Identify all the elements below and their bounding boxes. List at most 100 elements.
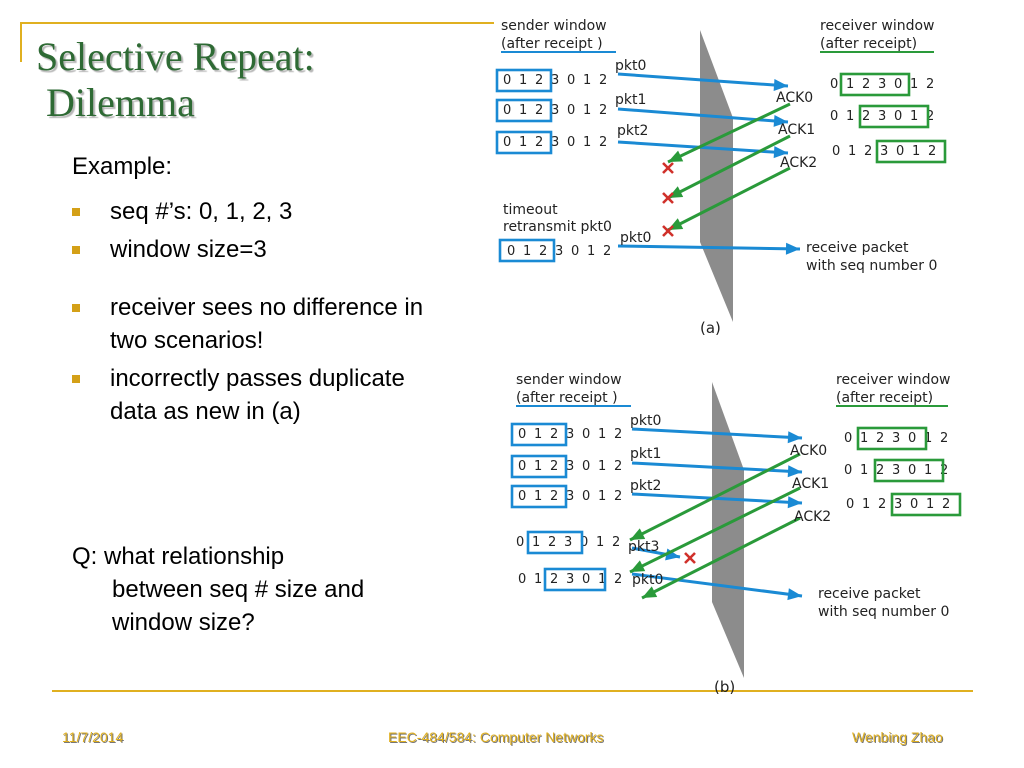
- packet-label-b: pkt3: [628, 539, 659, 555]
- sender-window-box-a: [495, 98, 553, 123]
- bullet-list: seq #’s: 0, 1, 2, 3 window size=3 receiv…: [72, 195, 432, 433]
- loss-mark-a-stroke: [662, 225, 674, 237]
- loss-mark-b-stroke: [684, 552, 696, 564]
- ack-arrow-b: [641, 516, 801, 600]
- loss-mark-a: [662, 162, 674, 174]
- receiver-window-box-b: [856, 426, 928, 451]
- packet-label-b: pkt0: [630, 413, 661, 429]
- receiver-window-box-b: [873, 458, 945, 483]
- receiver-window-subheader-a: (after receipt): [820, 36, 917, 52]
- footer-date: 11/7/2014: [62, 729, 124, 745]
- packet-arrow-a-head: [773, 114, 788, 127]
- loss-mark-a: [662, 192, 674, 204]
- left-border: [20, 22, 22, 62]
- bullet-text: window size=3: [110, 236, 267, 263]
- packet-arrow-a: [617, 72, 789, 88]
- packet-arrow-b-head: [787, 588, 802, 601]
- bullet-square-icon: [72, 208, 80, 216]
- question-line-2: between seq # size and: [112, 576, 365, 603]
- packet-arrow-b-head: [787, 465, 802, 478]
- ack-arrow-b-head: [630, 560, 646, 572]
- sender-window-subheader-a: (after receipt ): [501, 36, 603, 52]
- receive-packet-label-b: receive packet: [818, 586, 921, 602]
- sender-window-header-a: sender window: [501, 18, 607, 34]
- bullet-square-icon: [72, 375, 80, 383]
- bullet-item: window size=3: [72, 233, 432, 266]
- loss-mark-a-stroke: [662, 192, 674, 204]
- sender-window-box-a: [495, 68, 553, 93]
- bullet-text: incorrectly passes duplicate data as new…: [110, 365, 405, 425]
- sender-seq-row-a: 0 1 2 3 0 1 2: [503, 103, 609, 118]
- ack-arrow-b-head: [630, 528, 646, 540]
- sender-window-header-b: sender window: [516, 372, 622, 388]
- bullet-text: seq #’s: 0, 1, 2, 3: [110, 198, 293, 225]
- packet-arrow-a-head: [773, 146, 788, 159]
- question-line-1: Q: what relationship: [72, 543, 285, 570]
- title-line-2: Dilemma: [46, 80, 195, 125]
- sender-seq-row-b: 0 1 2 3 0 1 2: [518, 572, 624, 587]
- packet-arrow-a-head: [785, 242, 800, 255]
- ack-arrow-b-head: [642, 586, 658, 598]
- packet-label-b: pkt2: [630, 478, 661, 494]
- receiver-seq-row-a: 0 1 2 3 0 1 2: [832, 144, 938, 159]
- ack-label-b: ACK2: [794, 509, 831, 525]
- receiver-window-box-a: [858, 104, 930, 129]
- receiver-seq-row-b: 0 1 2 3 0 1 2: [846, 497, 952, 512]
- sender-window-subheader-b: (after receipt ): [516, 390, 618, 406]
- ack-arrow-b: [629, 486, 801, 574]
- ack-arrow-a-head: [668, 150, 684, 162]
- receiver-window-subheader-b: (after receipt): [836, 390, 933, 406]
- receiver-window-box-b: [890, 492, 962, 517]
- loss-mark-b: [684, 552, 696, 564]
- ack-label-a: ACK0: [776, 90, 813, 106]
- sender-window-box-a: [495, 130, 553, 155]
- ack-arrow-a: [667, 134, 791, 200]
- receiver-window-header-a: receiver window: [820, 18, 934, 34]
- packet-arrow-a: [617, 244, 801, 251]
- packet-label-a: pkt1: [615, 92, 646, 108]
- sender-window-box-b: [510, 484, 568, 509]
- sender-seq-row-a: 0 1 2 3 0 1 2: [503, 73, 609, 88]
- ack-arrow-a: [667, 166, 791, 232]
- bullet-item: incorrectly passes duplicate data as new…: [72, 362, 432, 428]
- timeout-label-a: timeout: [503, 202, 558, 218]
- sender-window-box-b: [526, 530, 584, 555]
- bullet-square-icon: [72, 304, 80, 312]
- sender-seq-row-a: 0 1 2 3 0 1 2: [503, 135, 609, 150]
- ack-label-b: ACK0: [790, 443, 827, 459]
- packet-arrow-b-head: [787, 431, 802, 444]
- packet-label-b: pkt0: [632, 572, 663, 588]
- packet-arrow-b: [631, 572, 803, 598]
- packet-arrow-b: [631, 461, 803, 474]
- receiver-window-box-a: [875, 139, 947, 164]
- caption-a: (a): [700, 319, 721, 337]
- packet-label-a: pkt0: [615, 58, 646, 74]
- receiver-seq-row-b: 0 1 2 3 0 1 2: [844, 431, 950, 446]
- bullet-text: receiver sees no difference in two scena…: [110, 294, 424, 354]
- packet-label-a: pkt2: [617, 123, 648, 139]
- ack-arrow-b: [629, 452, 801, 542]
- packet-label-a: pkt0: [620, 230, 651, 246]
- example-heading: Example:: [72, 153, 173, 180]
- bullet-item: receiver sees no difference in two scena…: [72, 291, 432, 357]
- channel-a: [700, 30, 733, 322]
- ack-label-a: ACK2: [780, 155, 817, 171]
- sender-seq-row-b: 0 1 2 3 0 1 2: [518, 459, 624, 474]
- channel-b: [712, 382, 744, 678]
- packet-arrow-b: [631, 427, 803, 440]
- receiver-window-box-a: [839, 72, 911, 97]
- bottom-border: [52, 690, 973, 692]
- packet-arrow-b-head: [787, 496, 802, 509]
- receiver-seq-row-b: 0 1 2 3 0 1 2: [844, 463, 950, 478]
- packet-label-b: pkt1: [630, 446, 661, 462]
- loss-mark-a: [662, 225, 674, 237]
- ack-label-b: ACK1: [792, 476, 829, 492]
- footer-author: Wenbing Zhao: [852, 729, 943, 745]
- title-line-1: Selective Repeat:: [36, 34, 315, 79]
- receiver-window-header-b: receiver window: [836, 372, 950, 388]
- sender-window-box-a: [498, 238, 556, 263]
- sender-window-box-b: [543, 567, 607, 592]
- sender-window-box-b: [510, 454, 568, 479]
- receive-packet-label-a: receive packet: [806, 240, 909, 256]
